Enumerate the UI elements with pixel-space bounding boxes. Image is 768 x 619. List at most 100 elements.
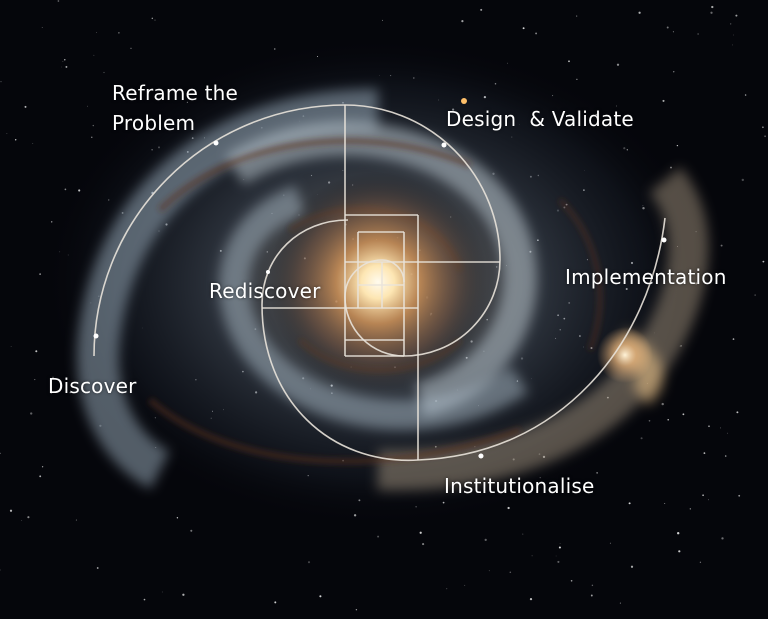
star bbox=[720, 427, 721, 428]
star bbox=[63, 61, 64, 62]
star bbox=[732, 44, 733, 45]
star bbox=[523, 27, 525, 29]
star bbox=[532, 555, 533, 556]
star bbox=[91, 137, 92, 138]
star bbox=[461, 20, 463, 22]
star bbox=[762, 261, 764, 263]
node-marker bbox=[442, 143, 447, 148]
stage-label-design-validate: Design & Validate bbox=[446, 104, 634, 134]
star bbox=[464, 585, 465, 586]
node-marker bbox=[662, 238, 667, 243]
star bbox=[629, 502, 631, 504]
star bbox=[690, 508, 691, 509]
star bbox=[571, 580, 573, 582]
star bbox=[556, 556, 557, 557]
star bbox=[96, 32, 97, 33]
star bbox=[7, 133, 8, 134]
star bbox=[702, 494, 704, 496]
star bbox=[39, 475, 41, 477]
star bbox=[10, 510, 12, 512]
star bbox=[725, 455, 727, 457]
star bbox=[87, 106, 88, 107]
star bbox=[319, 595, 321, 597]
star bbox=[39, 273, 41, 275]
star bbox=[733, 338, 735, 340]
star bbox=[673, 31, 674, 32]
star bbox=[591, 595, 593, 597]
star bbox=[697, 33, 698, 34]
star bbox=[32, 143, 33, 144]
star bbox=[377, 536, 379, 538]
stage-label-implementation: Implementation bbox=[565, 262, 727, 292]
star bbox=[631, 566, 633, 568]
star bbox=[700, 562, 701, 563]
star bbox=[51, 221, 52, 222]
star bbox=[27, 516, 29, 518]
star bbox=[11, 346, 12, 347]
star bbox=[673, 71, 674, 72]
star bbox=[664, 503, 665, 504]
star bbox=[177, 517, 178, 518]
star bbox=[592, 585, 593, 586]
star bbox=[97, 567, 99, 569]
star bbox=[708, 425, 710, 427]
star bbox=[422, 543, 424, 545]
star bbox=[727, 433, 728, 434]
stage-label-reframe-the-problem: Reframe the Problem bbox=[112, 78, 238, 138]
star bbox=[356, 609, 357, 610]
star bbox=[25, 106, 27, 108]
star bbox=[559, 546, 561, 548]
star bbox=[103, 72, 104, 73]
star bbox=[42, 27, 43, 28]
star bbox=[182, 594, 184, 596]
star bbox=[274, 601, 276, 603]
star bbox=[535, 32, 537, 34]
star bbox=[576, 16, 577, 17]
star bbox=[704, 452, 706, 454]
star bbox=[0, 81, 1, 82]
star bbox=[420, 532, 422, 534]
star bbox=[620, 603, 621, 604]
star bbox=[489, 570, 490, 571]
star bbox=[557, 561, 559, 563]
stage-label-discover: Discover bbox=[48, 371, 137, 401]
node-marker bbox=[94, 334, 99, 339]
star bbox=[144, 599, 146, 601]
star bbox=[76, 520, 77, 521]
star bbox=[190, 530, 192, 532]
star bbox=[721, 245, 723, 247]
star bbox=[94, 55, 95, 56]
star bbox=[708, 499, 709, 500]
star bbox=[735, 15, 737, 17]
star bbox=[118, 32, 119, 33]
star bbox=[162, 592, 163, 593]
star bbox=[764, 135, 766, 137]
star bbox=[667, 419, 669, 421]
star bbox=[733, 35, 734, 36]
node-marker bbox=[479, 454, 484, 459]
star bbox=[130, 48, 131, 49]
star bbox=[641, 437, 643, 439]
star bbox=[682, 413, 684, 415]
star bbox=[738, 495, 740, 497]
star bbox=[34, 379, 35, 380]
bright-star-cluster bbox=[597, 327, 653, 383]
star bbox=[382, 20, 383, 21]
star bbox=[610, 543, 611, 544]
node-marker bbox=[214, 141, 219, 146]
star bbox=[510, 571, 512, 573]
star bbox=[65, 189, 67, 191]
star bbox=[742, 179, 744, 181]
star bbox=[667, 27, 669, 29]
star bbox=[662, 100, 664, 102]
star bbox=[58, 0, 60, 2]
star bbox=[21, 520, 22, 521]
star bbox=[155, 20, 156, 21]
star bbox=[446, 588, 447, 589]
star bbox=[308, 561, 310, 563]
star bbox=[638, 12, 640, 14]
star bbox=[530, 598, 532, 600]
star bbox=[485, 539, 487, 541]
stage-label-institutionalise: Institutionalise bbox=[444, 471, 595, 501]
node-marker bbox=[266, 270, 270, 274]
